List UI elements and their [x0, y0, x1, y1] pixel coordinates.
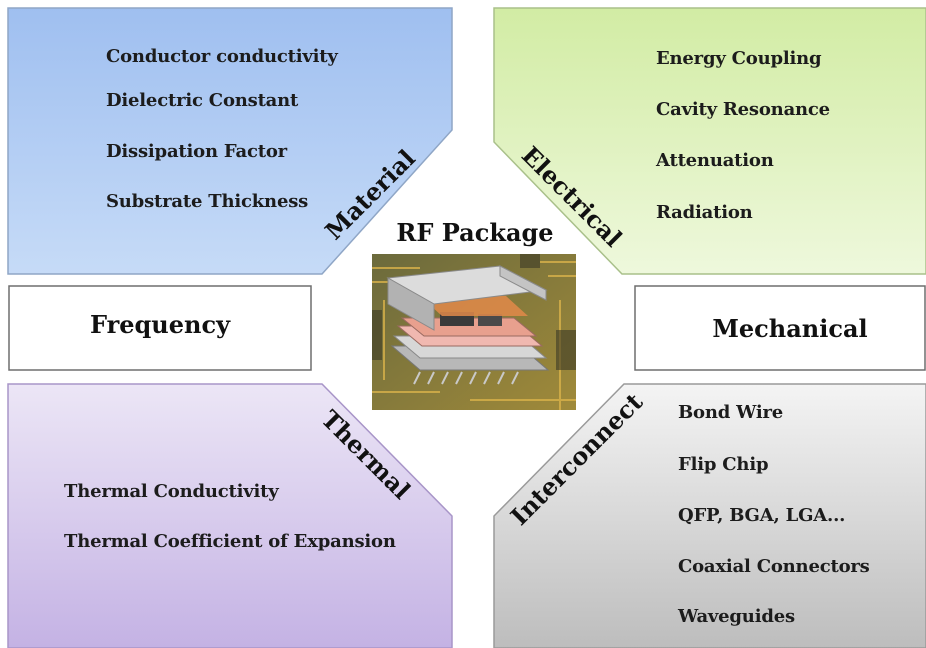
frequency-label: Frequency: [89, 310, 231, 339]
interconnect-item: QFP, BGA, LGA...: [678, 505, 846, 526]
electrical-item: Radiation: [656, 202, 753, 223]
interconnect-item: Bond Wire: [678, 402, 784, 423]
interconnect-item: Coaxial Connectors: [678, 556, 870, 577]
mechanical-label: Mechanical: [712, 314, 868, 343]
electrical-item: Attenuation: [656, 150, 774, 171]
interconnect-item: Flip Chip: [678, 454, 769, 475]
material-item: Dielectric Constant: [106, 90, 299, 111]
material-item: Substrate Thickness: [106, 191, 309, 212]
center-title: RF Package: [396, 218, 554, 247]
interconnect-panel: [493, 383, 926, 648]
electrical-item: Cavity Resonance: [656, 99, 830, 120]
electrical-panel: [493, 7, 926, 275]
thermal-item: Thermal Coefficient of Expansion: [64, 531, 396, 552]
material-item: Dissipation Factor: [106, 141, 287, 162]
rf-package-image: [372, 254, 576, 410]
frequency-box: [8, 285, 312, 371]
thermal-item: Thermal Conductivity: [64, 481, 279, 502]
mechanical-box: [634, 285, 926, 371]
thermal-panel: [7, 383, 453, 648]
material-panel: [7, 7, 453, 275]
electrical-item: Energy Coupling: [656, 48, 822, 69]
interconnect-item: Waveguides: [678, 606, 795, 627]
material-item: Conductor conductivity: [106, 46, 338, 67]
